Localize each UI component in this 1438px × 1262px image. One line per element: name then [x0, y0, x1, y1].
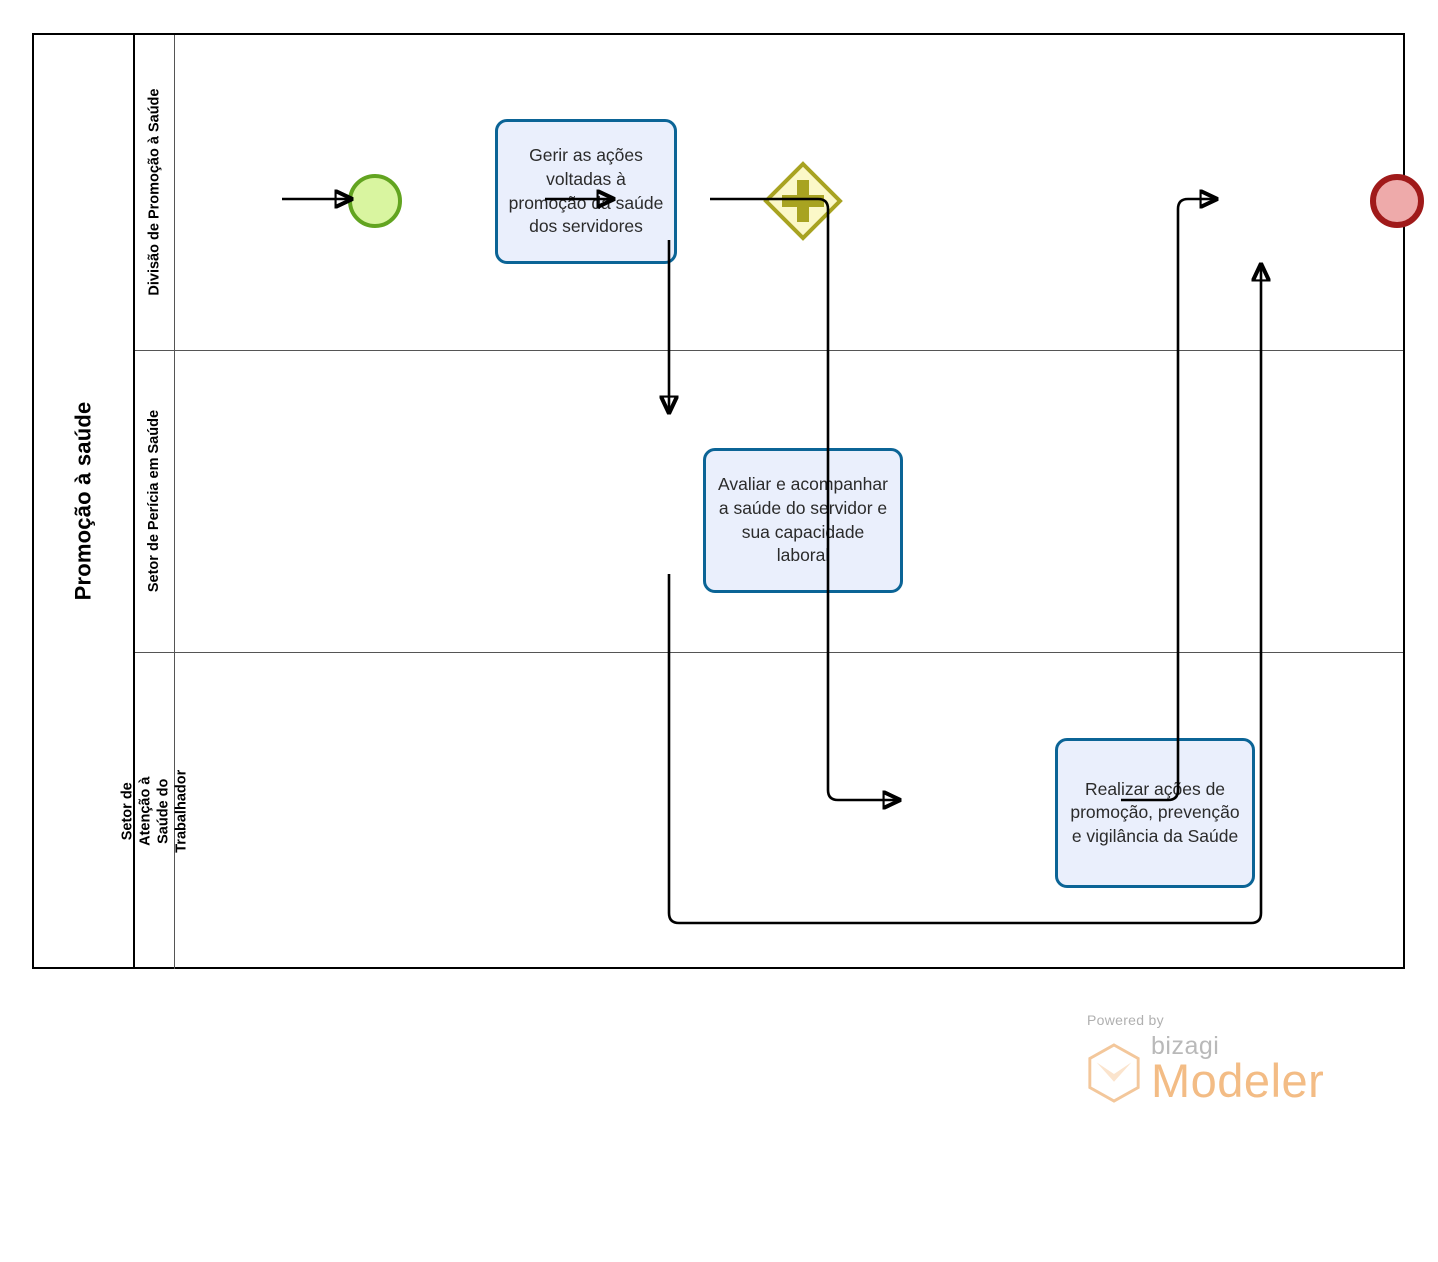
task-realizar-acoes[interactable]: Realizar ações de promoção, prevenção e … [1055, 738, 1255, 888]
pool-promocao-a-saude[interactable]: Promoção à saúde Divisão de Promoção à S… [32, 33, 1424, 969]
gateway-plus-horizontal [782, 195, 824, 207]
logo-product-text: Modeler [1151, 1054, 1325, 1107]
lane-3-header: Setor de Atenção à Saúde do Trabalhador [119, 653, 190, 969]
lane-3-body: Realizar ações de promoção, prevenção e … [175, 653, 1403, 969]
start-event[interactable] [348, 174, 402, 228]
task-gerir-acoes-label: Gerir as ações voltadas à promoção da sa… [508, 145, 664, 237]
task-avaliar-acompanhar[interactable]: Avaliar e acompanhar a saúde do servidor… [703, 448, 903, 593]
lane-divisao-de-promocao-a-saude[interactable]: Divisão de Promoção à Saúde Gerir as açõ… [135, 35, 1424, 350]
end-event[interactable] [1370, 174, 1424, 228]
pool-header: Promoção à saúde [34, 35, 135, 967]
lane-setor-de-atencao-a-saude-do-trabalhador[interactable]: Setor de Atenção à Saúde do Trabalhador … [119, 652, 1403, 969]
task-avaliar-acompanhar-label: Avaliar e acompanhar a saúde do servidor… [718, 474, 888, 566]
lane-1-header: Divisão de Promoção à Saúde [135, 35, 175, 350]
bizagi-modeler-logo: Powered by bizagi Modeler [1085, 1012, 1345, 1104]
task-gerir-acoes[interactable]: Gerir as ações voltadas à promoção da sa… [495, 119, 677, 264]
parallel-gateway[interactable] [762, 160, 844, 242]
lane-2-body: Avaliar e acompanhar a saúde do servidor… [175, 351, 1403, 652]
pool-title: Promoção à saúde [70, 401, 96, 601]
lane-1-body: Gerir as ações voltadas à promoção da sa… [175, 35, 1424, 350]
logo-brand-text: bizagi [1151, 1032, 1220, 1060]
bizagi-hexagon-icon [1088, 1043, 1140, 1103]
powered-by-label: Powered by [1087, 1012, 1164, 1028]
lane-2-header: Setor de Perícia em Saúde [135, 351, 175, 652]
lane-setor-de-pericia-em-saude[interactable]: Setor de Perícia em Saúde Avaliar e acom… [135, 350, 1403, 652]
lane-1-label: Divisão de Promoção à Saúde [146, 88, 163, 297]
lane-2-label: Setor de Perícia em Saúde [146, 410, 163, 593]
task-realizar-acoes-label: Realizar ações de promoção, prevenção e … [1070, 778, 1240, 846]
